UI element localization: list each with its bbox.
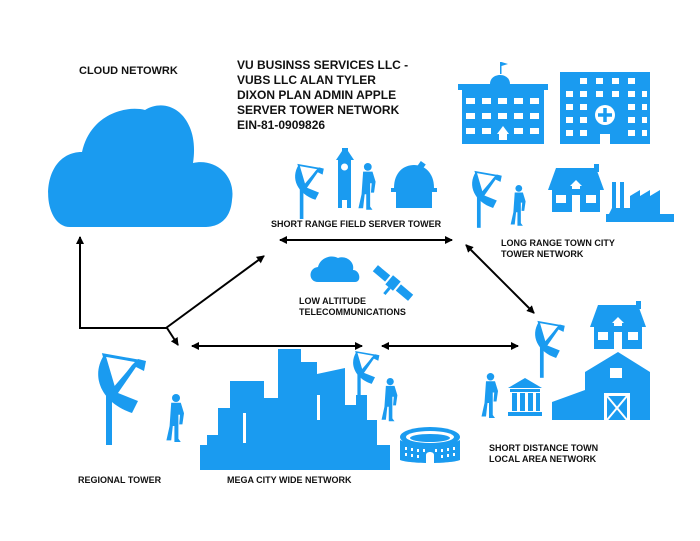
arrow-regional-to-short-range [165,255,265,329]
factory-icon [606,182,674,222]
worker-icon [481,373,498,418]
short-range-dish-icon [294,164,325,220]
arrow-regional-to-mega-city [166,327,179,346]
worker-icon [381,378,398,422]
barn-icon [552,352,650,421]
colosseum-icon [400,427,460,464]
short-distance-label: SHORT DISTANCE TOWN LOCAL AREA NETWORK [489,443,599,464]
cloud-network-label: CLOUD NETOWRK [79,65,178,77]
regional-tower-label: REGIONAL TOWER [78,475,162,485]
worker-icon [510,185,526,226]
house-icon [590,301,646,349]
hospital-icon [560,72,650,144]
long-range-dish-icon [471,171,503,229]
long-range-label: LONG RANGE TOWN CITY TOWER NETWORK [501,238,615,259]
short-range-label: SHORT RANGE FIELD SERVER TOWER [271,219,442,229]
regional-dish-icon [96,353,148,447]
clock-tower-icon [336,148,354,208]
worker-icon [166,394,184,442]
short-distance-dish-icon [534,321,566,379]
mega-city-label: MEGA CITY WIDE NETWORK [227,475,352,485]
cloud-icon [48,105,233,227]
low-altitude-label: LOW ALTITUDE TELECOMMUNICATIONS [299,296,406,317]
bank-icon [508,378,542,416]
city-dish-icon [352,351,381,403]
satellite-icon [372,265,414,301]
school-icon [458,62,548,144]
city-skyline-icon [200,349,390,470]
small-cloud-icon [310,256,360,282]
arrow-long-range-short-distance [465,244,535,314]
observatory-icon [391,161,437,208]
company-info-label: VU BUSINSS SERVICES LLC - VUBS LLC ALAN … [237,58,409,132]
worker-icon [358,163,376,210]
house-icon [548,164,604,212]
